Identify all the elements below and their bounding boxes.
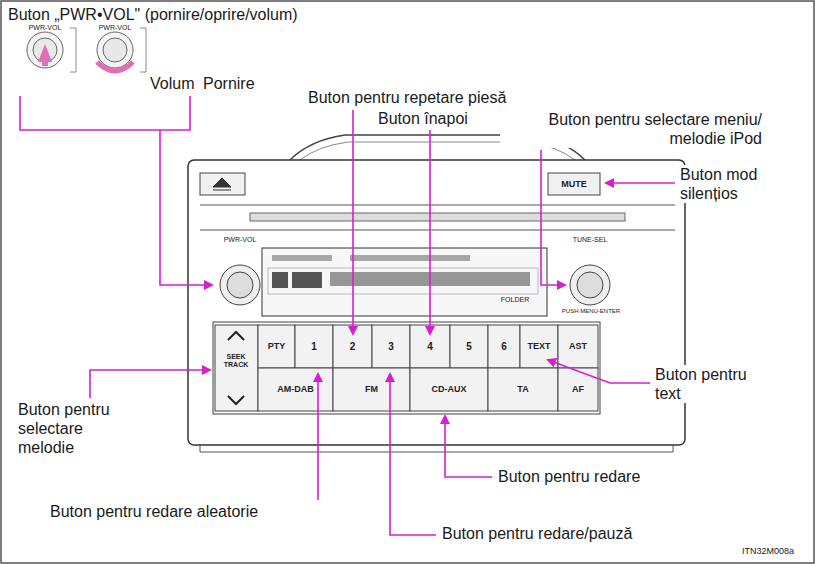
button-label: 4 [410,341,450,353]
knob-label: PWR-VOL [27,24,63,32]
button-label: PTY [258,341,295,352]
knob-label: TUNE-SEL [562,236,618,244]
title: Buton „PWR•VOL" (pornire/oprire/volum) [8,5,298,24]
button-label: 6 [488,341,520,353]
callout-label: Buton pentru repetare piesă [308,88,506,107]
knob-label: PWR-VOL [214,236,266,244]
callout-label: Buton pentru text [655,365,775,403]
callout-label: Buton pentru selectare meniu/ melodie iP… [500,110,762,148]
button-label: SEEK TRACK [219,353,253,370]
callout-label: Pornire [203,74,255,93]
button-label: FM [333,384,410,395]
button-label: 2 [333,341,372,353]
button-label: AST [558,341,598,352]
button-label: 5 [450,341,488,353]
knob-label: PWR-VOL [97,24,133,32]
callout-label: Buton pentru redare aleatorie [50,502,258,521]
button-label: AF [558,384,598,395]
button-label: AM-DAB [258,384,333,395]
callout-label: Buton pentru redare [498,467,640,486]
callout-label: Buton pentru redare/pauză [442,524,632,543]
callout-label: Volum [150,74,194,93]
callout-label: Buton pentru selectare melodie [18,400,143,458]
knob-label: PUSH MENU-ENTER [556,308,626,315]
button-label: TA [488,384,558,395]
button-label: MUTE [548,179,600,190]
button-label: 3 [372,341,410,353]
button-label: TEXT [520,341,558,352]
button-label: 1 [295,341,333,353]
figure-code: ITN32M008a [742,546,810,557]
button-label: CD-AUX [410,384,488,395]
callout-label: Buton înapoi [378,109,468,128]
callout-label: Buton mod silențios [680,165,800,203]
display-text: FOLDER [495,296,535,304]
